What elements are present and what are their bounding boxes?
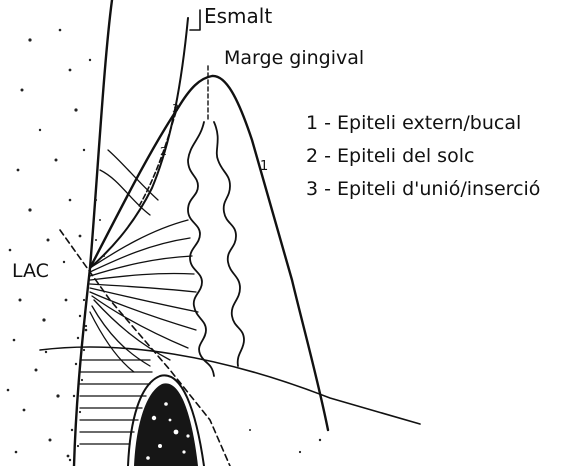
legend-item-3: 3 - Epiteli d'unió/inserció bbox=[306, 173, 540, 206]
region-2-marker: 2 bbox=[160, 146, 167, 157]
legend: 1 - Epiteli extern/bucal 2 - Epiteli del… bbox=[306, 107, 540, 206]
connective-fibres bbox=[90, 150, 198, 372]
enamel-pointer bbox=[190, 10, 200, 30]
region-1-marker: 1 bbox=[260, 160, 268, 173]
boundary-line-horizontal bbox=[40, 347, 420, 424]
lac-label: LAC bbox=[12, 262, 49, 281]
legend-item-1: 1 - Epiteli extern/bucal bbox=[306, 107, 540, 140]
stipple-texture bbox=[7, 29, 97, 458]
region-3-marker: 3 bbox=[172, 103, 179, 114]
enamel-line bbox=[90, 18, 188, 268]
gingiva-outer-contour bbox=[90, 76, 328, 430]
legend-item-2: 2 - Epiteli del solc bbox=[306, 140, 540, 173]
dense-stipple-near-tooth bbox=[69, 219, 105, 461]
epithelial-wavy-border bbox=[188, 122, 214, 376]
gingival-margin-label: Marge gingival bbox=[224, 49, 364, 68]
enamel-label: Esmalt bbox=[204, 6, 272, 26]
epithelial-wavy-outer bbox=[214, 122, 244, 366]
